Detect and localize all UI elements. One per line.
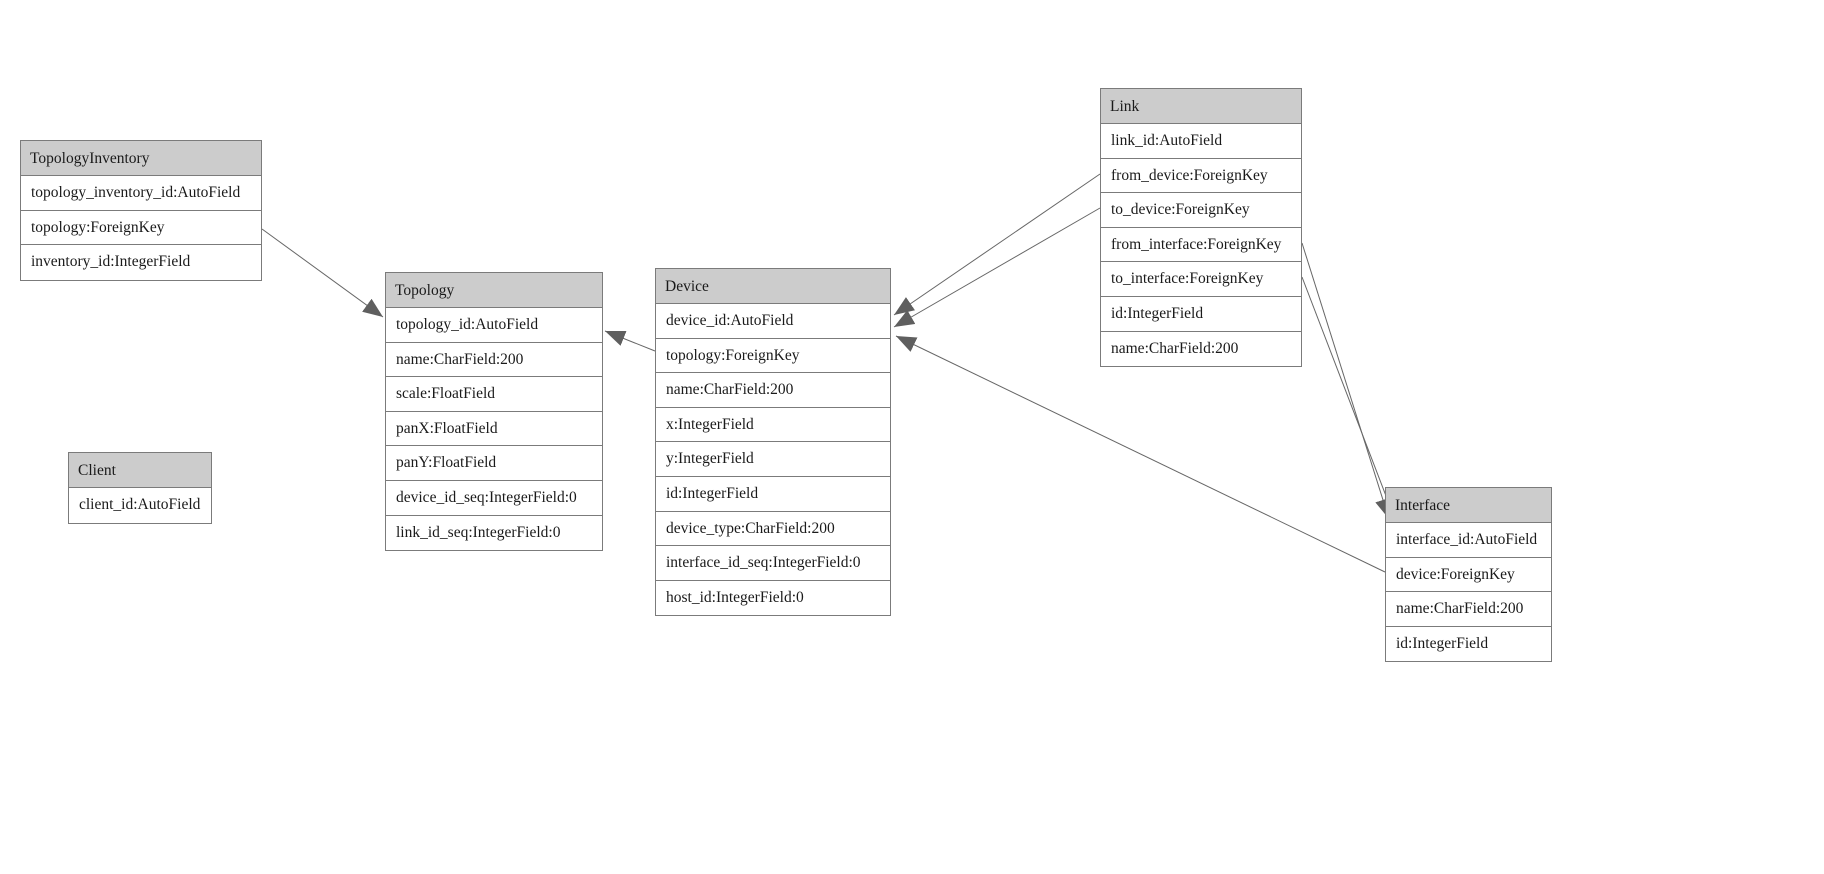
entity-field-row: link_id_seq:IntegerField:0	[386, 515, 602, 551]
entity-field-row: to_interface:ForeignKey	[1101, 262, 1301, 297]
entity-field-row: device_type:CharField:200	[656, 511, 890, 547]
entity-field-row: client_id:AutoField	[69, 488, 211, 523]
entity-field-row: name:CharField:200	[1101, 331, 1301, 367]
entity-title-topologyinventory[interactable]: TopologyInventory	[21, 141, 261, 176]
entity-field-row: host_id:IntegerField:0	[656, 580, 890, 616]
entity-field-row: id:IntegerField	[1386, 626, 1551, 662]
entity-title-link[interactable]: Link	[1101, 89, 1301, 124]
entity-field-row: interface_id_seq:IntegerField:0	[656, 546, 890, 581]
entity-field-row: name:CharField:200	[1386, 592, 1551, 627]
entity-field-row: topology_inventory_id:AutoField	[21, 176, 261, 211]
entity-field-row: topology_id:AutoField	[386, 308, 602, 343]
entity-field-row: device:ForeignKey	[1386, 557, 1551, 593]
entity-field-row: scale:FloatField	[386, 377, 602, 412]
entity-field-row: device_id:AutoField	[656, 304, 890, 339]
entity-field-row: name:CharField:200	[386, 342, 602, 378]
entity-field-row: id:IntegerField	[1101, 296, 1301, 332]
entity-field-row: panX:FloatField	[386, 411, 602, 447]
entity-field-row: inventory_id:IntegerField	[21, 245, 261, 280]
entity-field-row: to_device:ForeignKey	[1101, 193, 1301, 228]
entity-title-device[interactable]: Device	[656, 269, 890, 304]
entity-field-row: topology:ForeignKey	[656, 338, 890, 374]
entity-title-topology[interactable]: Topology	[386, 273, 602, 308]
entity-field-row: id:IntegerField	[656, 476, 890, 512]
entity-field-row: interface_id:AutoField	[1386, 523, 1551, 558]
entity-field-row: panY:FloatField	[386, 446, 602, 481]
entity-field-row: device_id_seq:IntegerField:0	[386, 480, 602, 516]
entity-field-row: x:IntegerField	[656, 407, 890, 443]
entity-title-interface[interactable]: Interface	[1386, 488, 1551, 523]
entity-field-row: name:CharField:200	[656, 373, 890, 408]
entity-field-row: y:IntegerField	[656, 442, 890, 477]
entity-field-row: topology:ForeignKey	[21, 210, 261, 246]
entity-field-row: from_device:ForeignKey	[1101, 158, 1301, 194]
entity-title-client[interactable]: Client	[69, 453, 211, 488]
entity-field-row: from_interface:ForeignKey	[1101, 227, 1301, 263]
entity-field-row: link_id:AutoField	[1101, 124, 1301, 159]
